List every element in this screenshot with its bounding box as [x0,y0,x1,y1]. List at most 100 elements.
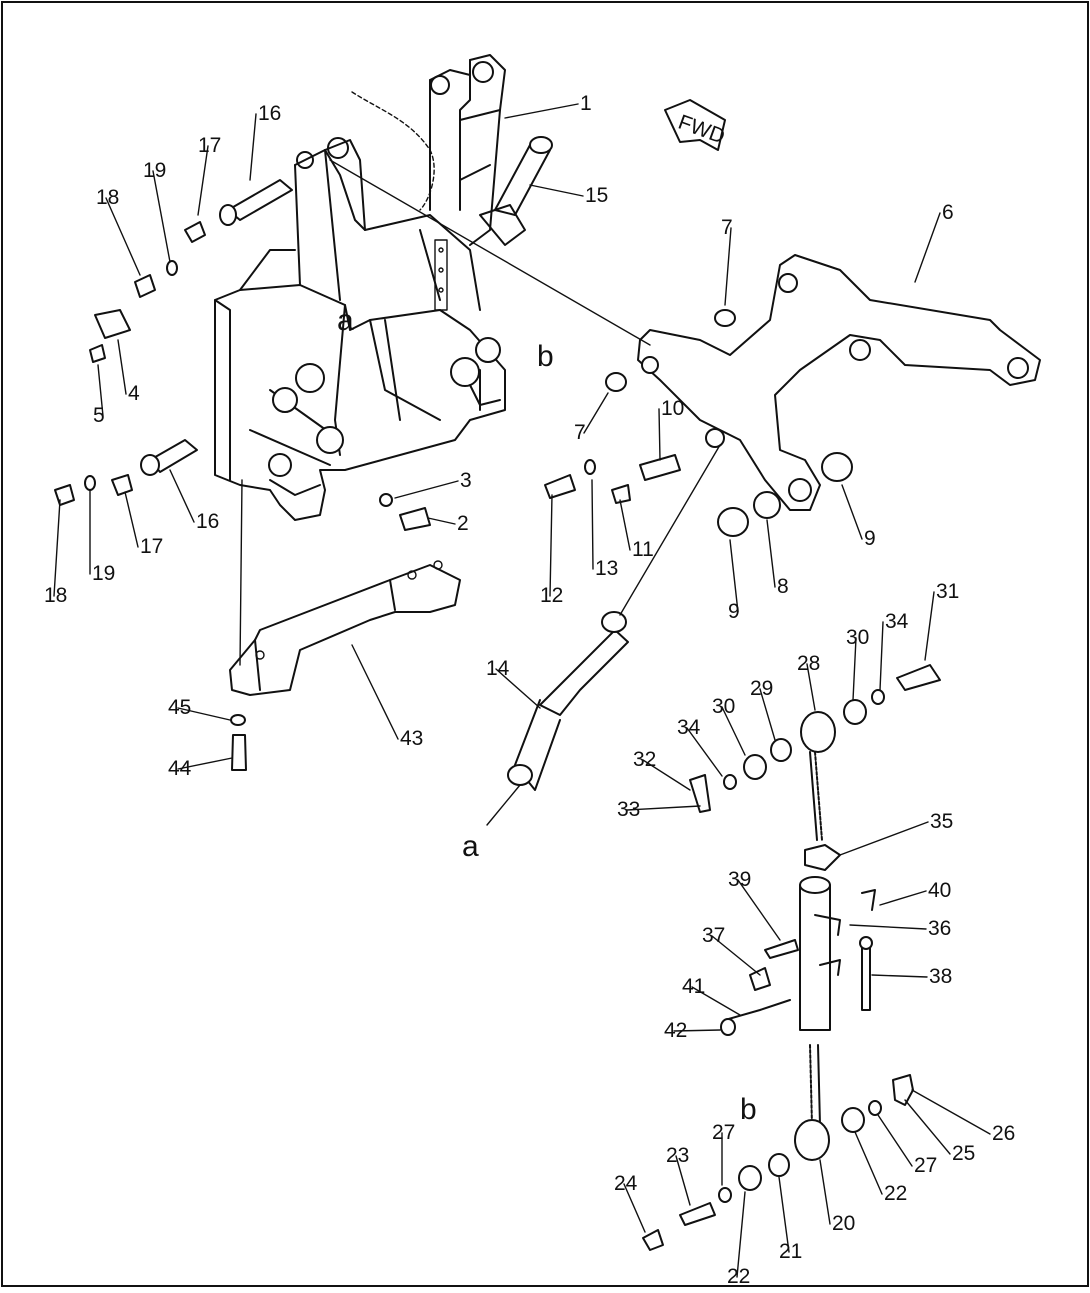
callout-leader [673,1029,721,1032]
callout-leader [177,757,233,770]
part-callout-33: 33 [617,798,640,821]
part-callout-26: 26 [992,1122,1015,1145]
callout-leader [729,539,739,613]
callout-leader [914,212,941,283]
callout-leader [169,469,195,523]
callout-leader [852,637,857,701]
callout-leader [924,591,935,661]
arrow-a [486,784,521,826]
part-callout-7: 7 [721,216,733,239]
callout-leader [97,364,104,417]
cross-beam-6 [637,254,1041,511]
part-callout-18: 18 [44,584,67,607]
bottom-bracket-43 [229,560,461,696]
callout-leader [721,706,746,756]
callout-leader [117,339,127,395]
adjust-tube-36 [799,876,841,1031]
callout-leader [877,1114,913,1167]
part-callout-30: 30 [846,626,869,649]
part-callout-30: 30 [712,695,735,718]
callout-leader [591,479,594,570]
part-callout-17: 17 [140,535,163,558]
part-callout-4: 4 [128,382,140,405]
part-callout-43: 43 [400,727,423,750]
part-callout-36: 36 [928,917,951,940]
part-callout-11: 11 [632,538,654,561]
callout-leader [806,663,816,711]
turnbuckle-upper-28 [800,711,836,841]
callout-leader [152,170,171,263]
section-letter-a: a [337,304,354,337]
small-parts [54,179,941,1251]
part-callout-37: 37 [702,924,725,947]
part-callout-8: 8 [777,575,789,598]
part-callout-7: 7 [574,421,586,444]
part-callout-13: 13 [595,557,618,580]
callout-leader [504,103,579,119]
callout-leader [427,517,456,525]
callout-leader [394,480,459,499]
callout-leader [686,727,723,777]
callout-leader [549,494,553,597]
part-callout-9: 9 [728,600,740,623]
callout-leader [529,184,584,197]
callout-leader [766,519,776,588]
part-callout-31: 31 [936,580,959,603]
callout-leader [642,759,691,791]
part-callout-1: 1 [580,92,592,115]
callout-leader [871,974,928,978]
callout-leader [351,644,399,740]
part-callout-25: 25 [952,1142,975,1165]
callout-leader [177,707,231,721]
callout-leader [759,688,776,741]
section-letter-a: a [462,830,479,863]
turnbuckle-lower-20 [794,1044,830,1161]
part-callout-10: 10 [661,397,684,420]
part-callout-44: 44 [168,757,192,780]
part-callout-3: 3 [460,469,472,492]
callout-leader [53,499,61,597]
callout-leader [124,491,139,548]
callout-leader [819,1159,831,1225]
part-callout-45: 45 [168,696,191,719]
part-callout-22: 22 [727,1265,750,1288]
part-callout-16: 16 [258,102,281,125]
part-callout-5: 5 [93,404,105,427]
part-callout-20: 20 [832,1212,855,1235]
callout-leader [778,1176,790,1253]
callout-leader [495,668,541,709]
part-callout-6: 6 [942,201,954,224]
callout-leader [854,1131,883,1195]
callout-leader [626,805,701,811]
part-callout-19: 19 [92,562,115,585]
callout-leader [691,986,741,1016]
part-callout-34: 34 [677,716,701,739]
part-callout-12: 12 [540,584,563,607]
part-callout-41: 41 [682,975,705,998]
part-callout-27: 27 [712,1121,735,1144]
section-letters: a b a b [337,304,757,1126]
part-callout-27: 27 [914,1154,937,1177]
cylinder-15 [479,136,553,246]
part-callout-18: 18 [96,186,119,209]
main-bracket [214,137,506,521]
callout-leader [623,1183,646,1233]
callout-leader [911,1089,991,1135]
callout-leader [904,1099,951,1155]
callout-leader [736,1191,746,1278]
cylinder-14 [507,611,629,791]
callout-leader [675,1155,691,1206]
callout-leader [879,621,884,691]
section-letter-b: b [740,1093,757,1126]
section-letter-b: b [537,340,554,373]
part-callout-17: 17 [198,134,221,157]
part-callout-15: 15 [585,184,608,207]
callout-leader [724,227,732,306]
callout-leader [658,408,661,461]
chain [351,91,435,211]
nut-35 [804,844,841,871]
part-callout-42: 42 [664,1019,687,1042]
